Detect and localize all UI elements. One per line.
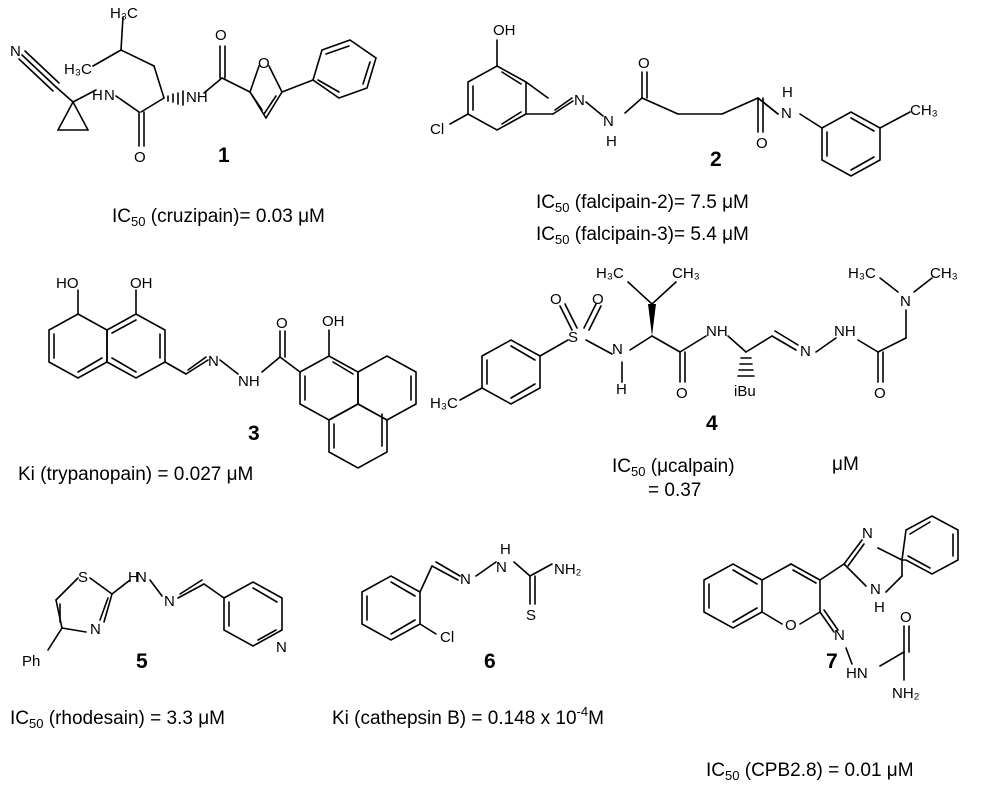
atom-S: S	[78, 569, 88, 586]
atom-N: N	[208, 353, 219, 370]
compound-1-activity: IC50 (cruzipain)= 0.03 μM	[112, 206, 325, 229]
atom-N: N	[104, 87, 115, 104]
atom-O: O	[785, 617, 797, 634]
atom-O: O	[258, 55, 270, 72]
atom-N: N	[781, 105, 792, 122]
atom-H: H	[606, 133, 617, 150]
compound-2-activity-2: IC50 (falcipain-3)= 5.4 μM	[536, 224, 749, 247]
compound-2-label: 2	[710, 148, 722, 171]
atom-O: O	[215, 27, 227, 44]
atom-H: H	[616, 381, 627, 398]
compound-6-activity: Ki (cathepsin B) = 0.148 x 10-4M	[332, 704, 604, 729]
compound-4-value: = 0.37	[648, 480, 701, 501]
atom-N: N	[574, 92, 585, 109]
atom-H3C: H₃C	[64, 61, 92, 78]
compound-1-label: 1	[218, 144, 230, 167]
compound-4-structure: H₃C S O O N H H₃C CH₃ O NH iBu N NH O N …	[430, 265, 958, 412]
compound-4-activity: IC50 (μcalpain)	[612, 456, 735, 479]
atom-O: O	[592, 291, 604, 308]
atom-N: N	[10, 43, 21, 60]
atom-N: N	[164, 593, 175, 610]
atom-CH3: CH₃	[930, 265, 958, 282]
atom-OH: OH	[493, 22, 516, 39]
compound-1-structure: N H N O H₃C H₃C NH O O	[10, 5, 377, 166]
atom-N: N	[612, 341, 623, 358]
atom-N: N	[460, 571, 471, 588]
atom-O: O	[276, 315, 288, 332]
atom-NH2: NH₂	[892, 685, 920, 702]
atom-HO: HO	[56, 275, 79, 292]
atom-H3C: H₃C	[430, 395, 458, 412]
atom-NH: NH	[238, 373, 260, 390]
compound-3-label: 3	[248, 422, 260, 445]
atom-iBu: iBu	[734, 383, 756, 400]
compound-7-activity: IC50 (CPB2.8) = 0.01 μM	[706, 760, 914, 783]
atom-OH: OH	[130, 275, 153, 292]
atom-N: N	[870, 581, 881, 598]
atom-Cl: Cl	[440, 629, 454, 646]
compound-7-label: 7	[826, 650, 838, 673]
atom-H: H	[500, 541, 511, 558]
atom-CH3: CH₃	[672, 265, 700, 282]
atom-O: O	[900, 609, 912, 626]
atom-O: O	[134, 149, 146, 166]
atom-HN: HN	[846, 665, 868, 682]
atom-CH3: CH₃	[910, 102, 938, 119]
atom-H3C: H₃C	[848, 265, 876, 282]
atom-O: O	[638, 55, 650, 72]
atom-NH: NH	[834, 323, 856, 340]
compound-6-structure: Cl N H N NH₂ S	[361, 541, 582, 646]
atom-H3C: H₃C	[596, 265, 624, 282]
compound-3-structure: HO OH N NH O OH	[48, 275, 417, 469]
atom-N: N	[834, 627, 845, 644]
atom-NH2: NH₂	[554, 561, 582, 578]
atom-H: H	[92, 87, 103, 104]
atom-N: N	[276, 639, 287, 656]
atom-O: O	[550, 291, 562, 308]
atom-N: N	[800, 343, 811, 360]
atom-N: N	[862, 525, 873, 542]
atom-N: N	[90, 621, 101, 638]
atom-S: S	[568, 329, 578, 346]
compound-2-activity-1: IC50 (falcipain-2)= 7.5 μM	[536, 192, 749, 215]
compound-4-label: 4	[706, 412, 718, 435]
atom-Cl: Cl	[430, 121, 444, 138]
compound-4-unit: μM	[832, 454, 859, 475]
compound-6-label: 6	[484, 650, 496, 673]
compound-2-structure: OH Cl N N H O O H N CH₃	[430, 22, 938, 177]
atom-N: N	[136, 569, 147, 586]
atom-OH: OH	[322, 313, 345, 330]
atom-NH: NH	[186, 89, 208, 106]
compound-5-activity: IC50 (rhodesain) = 3.3 μM	[10, 708, 225, 731]
compound-7-structure: O N HN O NH₂ N N H	[703, 515, 959, 702]
atom-N: N	[496, 559, 507, 576]
compound-5-label: 5	[136, 650, 148, 673]
atom-H: H	[128, 569, 139, 586]
atom-Ph: Ph	[22, 653, 40, 670]
atom-H: H	[782, 84, 793, 101]
atom-O: O	[676, 385, 688, 402]
atom-H3C: H₃C	[110, 5, 138, 22]
compound-5-structure: S N Ph H N N N	[22, 569, 287, 670]
atom-N: N	[603, 113, 614, 130]
atom-O: O	[874, 385, 886, 402]
compound-3-activity: Ki (trypanopain) = 0.027 μM	[18, 464, 253, 485]
atom-S: S	[526, 607, 536, 624]
atom-O: O	[756, 135, 768, 152]
atom-NH: NH	[706, 323, 728, 340]
atom-N: N	[900, 293, 911, 310]
atom-H: H	[874, 599, 885, 616]
